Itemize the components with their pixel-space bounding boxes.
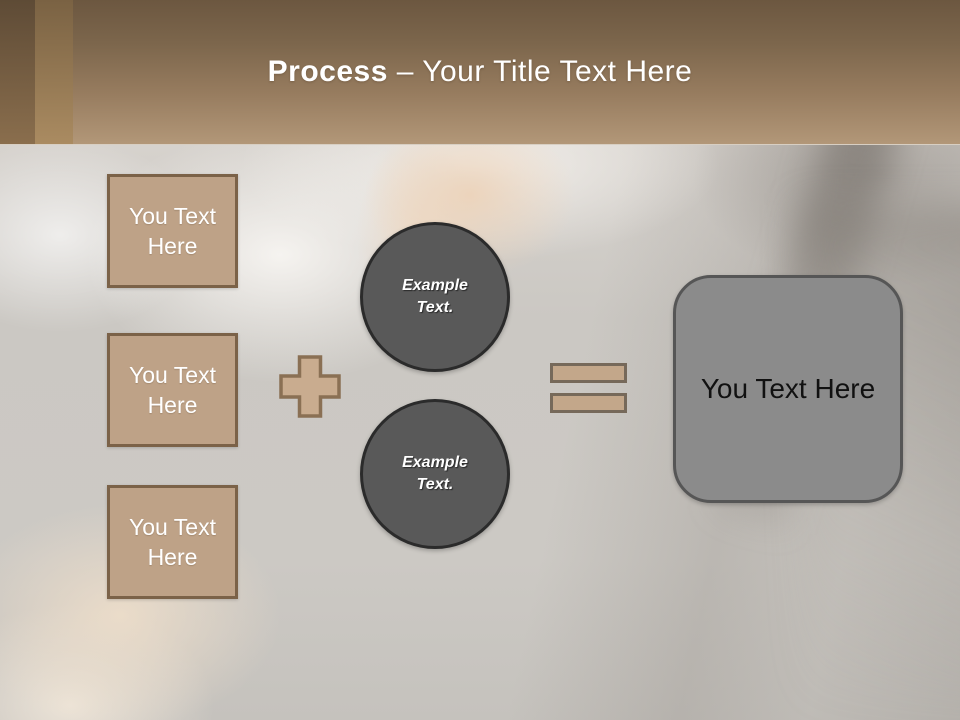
title-bar: Process – Your Title Text Here: [0, 0, 960, 145]
slide-title: Process – Your Title Text Here: [0, 55, 960, 89]
result-box-label: You Text Here: [700, 373, 876, 404]
input-box-1-label: You Text Here: [129, 203, 216, 259]
input-box-3-label: You Text Here: [129, 514, 216, 570]
plus-sign-icon: [279, 355, 341, 418]
equals-bar-bottom: [550, 393, 627, 413]
input-box-3: You Text Here: [107, 485, 238, 599]
example-circle-2: Example Text.: [360, 399, 510, 549]
example-circle-1: Example Text.: [360, 222, 510, 372]
equals-bar-top: [550, 363, 627, 383]
slide-title-text: – Your Title Text Here: [396, 55, 693, 88]
example-circle-1-label: Example Text.: [402, 277, 468, 316]
slide-title-emphasis: Process: [267, 55, 388, 88]
header-accent-strip-light: [35, 0, 73, 144]
header-accent-strip-dark: [0, 0, 35, 144]
example-circle-2-label: Example Text.: [402, 454, 468, 493]
input-box-1: You Text Here: [107, 174, 238, 288]
input-box-2: You Text Here: [107, 333, 238, 447]
input-box-2-label: You Text Here: [129, 362, 216, 418]
result-box: You Text Here: [673, 275, 903, 503]
equals-sign-icon: [550, 363, 627, 413]
